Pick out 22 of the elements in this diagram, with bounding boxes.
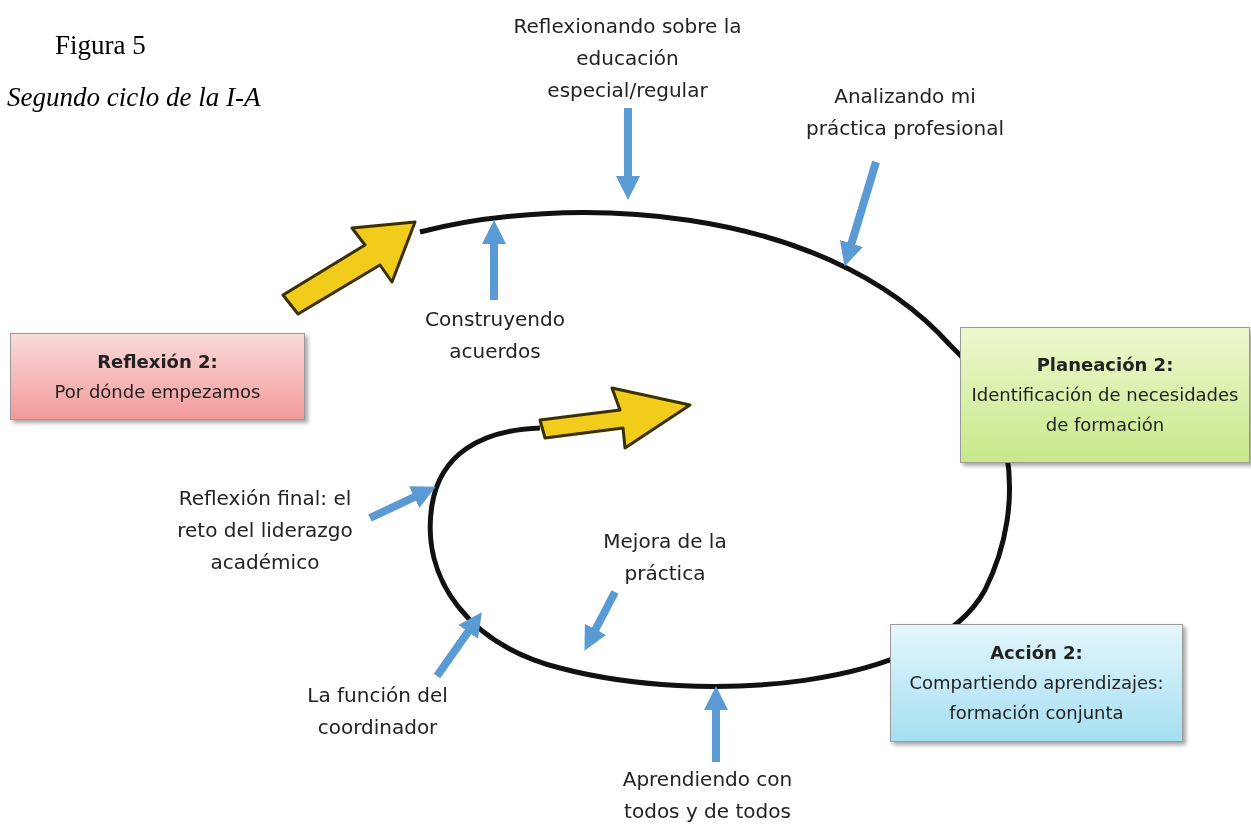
step-label: Reflexionando sobre la educación especial/regular <box>510 8 745 108</box>
stage-description: Compartiendo aprendizajes: formación conjunta <box>908 671 1165 725</box>
stage-heading: Acción 2: <box>989 641 1084 665</box>
stage-heading: Planeación 2: <box>1035 353 1175 377</box>
stage-box <box>10 333 305 420</box>
stage-description: Identificación de necesidades de formación <box>970 383 1240 437</box>
stage-box <box>890 624 1183 742</box>
arrow <box>584 590 619 651</box>
arrow <box>368 486 436 522</box>
stage-description: Por dónde empezamos <box>53 379 262 404</box>
step-label: Reflexión final: el reto del liderazgo académico <box>160 480 370 580</box>
figure-caption: Segundo ciclo de la I-A <box>7 82 261 113</box>
step-label: La función del coordinador <box>290 676 465 746</box>
figure-title: Figura 5 <box>55 30 146 61</box>
step-label: Construyendo acuerdos <box>405 300 585 370</box>
stage-heading: Reflexión 2: <box>96 349 219 374</box>
stage-box <box>960 327 1250 463</box>
arrow <box>433 612 482 679</box>
arrow <box>839 160 880 267</box>
step-label: Mejora de la práctica <box>580 522 750 592</box>
step-label: Aprendiendo con todos y de todos <box>595 762 820 828</box>
step-label: Analizando mi práctica profesional <box>805 62 1005 162</box>
